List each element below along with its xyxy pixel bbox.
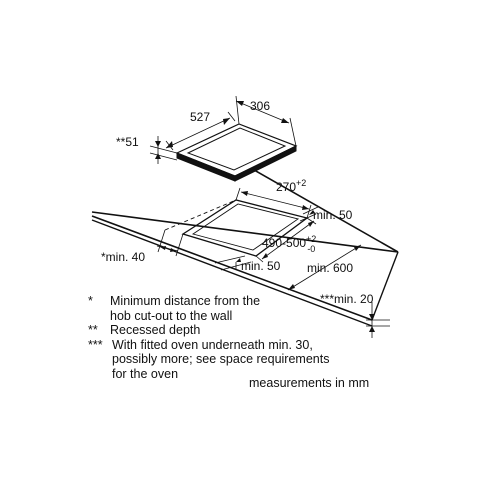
hob-unit bbox=[175, 123, 298, 182]
footnote-3-line-3: for the oven bbox=[112, 366, 179, 381]
cutout-depth-dimension: 490-500+2-0 bbox=[255, 217, 316, 263]
recessed-depth-dimension: **51 bbox=[116, 135, 178, 164]
min-front-dimension: min. 50 bbox=[214, 255, 281, 273]
footnote-2-mark: ** bbox=[88, 323, 98, 338]
footnote-2: ** Recessed depth bbox=[88, 323, 329, 338]
hob-right-edge bbox=[234, 145, 297, 182]
footnote-3-line-1: With fitted oven underneath min. 30, bbox=[112, 337, 313, 352]
footnote-3: *** With fitted oven underneath min. 30,… bbox=[88, 338, 329, 382]
wall-edge bbox=[253, 169, 399, 253]
footnote-2-text: Recessed depth bbox=[110, 323, 200, 338]
hob-depth-label: 527 bbox=[190, 110, 210, 124]
cutout-depth-value: 490-500 bbox=[262, 236, 306, 250]
cutout-guide-dashed bbox=[164, 199, 237, 231]
worktop-front-lower-edge bbox=[91, 219, 373, 327]
hob-width-label: 306 bbox=[250, 99, 270, 113]
cutout-width-dimension: 270+2 bbox=[235, 178, 312, 219]
min-wall-label: min. 600 bbox=[307, 261, 353, 275]
cutout-width-value: 270 bbox=[276, 180, 296, 194]
cutout-depth-tol-lower: -0 bbox=[307, 244, 315, 254]
min-worktop-label: ***min. 20 bbox=[320, 292, 374, 306]
min-side-dimension: *min. 40 bbox=[101, 229, 184, 264]
min-side-label: *min. 40 bbox=[101, 250, 145, 264]
footnote-1-line-1: Minimum distance from the bbox=[110, 294, 261, 308]
hob-width-dimension: 306 bbox=[235, 95, 297, 147]
cutout-width-label: 270+2 bbox=[276, 178, 306, 194]
worktop-front-edge bbox=[91, 215, 373, 321]
footnote-3-line-2: possibly more; see space requirements bbox=[112, 352, 330, 367]
cutout-depth-label: 490-500+2-0 bbox=[262, 234, 316, 254]
units-note: measurements in mm bbox=[249, 376, 370, 390]
worktop bbox=[91, 169, 399, 327]
worktop-side-edge bbox=[371, 251, 399, 321]
hob-glass-panel bbox=[186, 127, 287, 171]
min-rear-label: min. 50 bbox=[313, 208, 353, 222]
cutout-depth-tol-upper: +2 bbox=[306, 234, 316, 244]
recessed-depth-label: **51 bbox=[116, 135, 139, 149]
min-rear-dimension: min. 50 bbox=[299, 206, 353, 222]
worktop-rear-edge bbox=[91, 211, 399, 253]
min-worktop-dimension: ***min. 20 bbox=[320, 292, 390, 338]
hob-depth-dimension: 527 bbox=[165, 110, 236, 151]
cutout-width-tolerance: +2 bbox=[296, 178, 306, 188]
footnote-2-line-1: Recessed depth bbox=[110, 323, 201, 338]
min-wall-dimension: min. 600 bbox=[287, 244, 362, 291]
cutout-inner-edge bbox=[191, 203, 300, 251]
footnote-1-mark: * bbox=[88, 294, 93, 308]
footnote-1-text: Minimum distance from the hob cut-out to… bbox=[110, 294, 260, 323]
min-front-label: min. 50 bbox=[241, 259, 281, 273]
footnotes: * Minimum distance from the hob cut-out … bbox=[88, 294, 329, 382]
footnote-3-text: With fitted oven underneath min. 30, pos… bbox=[112, 338, 329, 382]
footnote-3-mark: *** bbox=[88, 337, 103, 352]
footnote-1: * Minimum distance from the hob cut-out … bbox=[88, 294, 329, 323]
footnote-1-line-2: hob cut-out to the wall bbox=[110, 308, 233, 323]
